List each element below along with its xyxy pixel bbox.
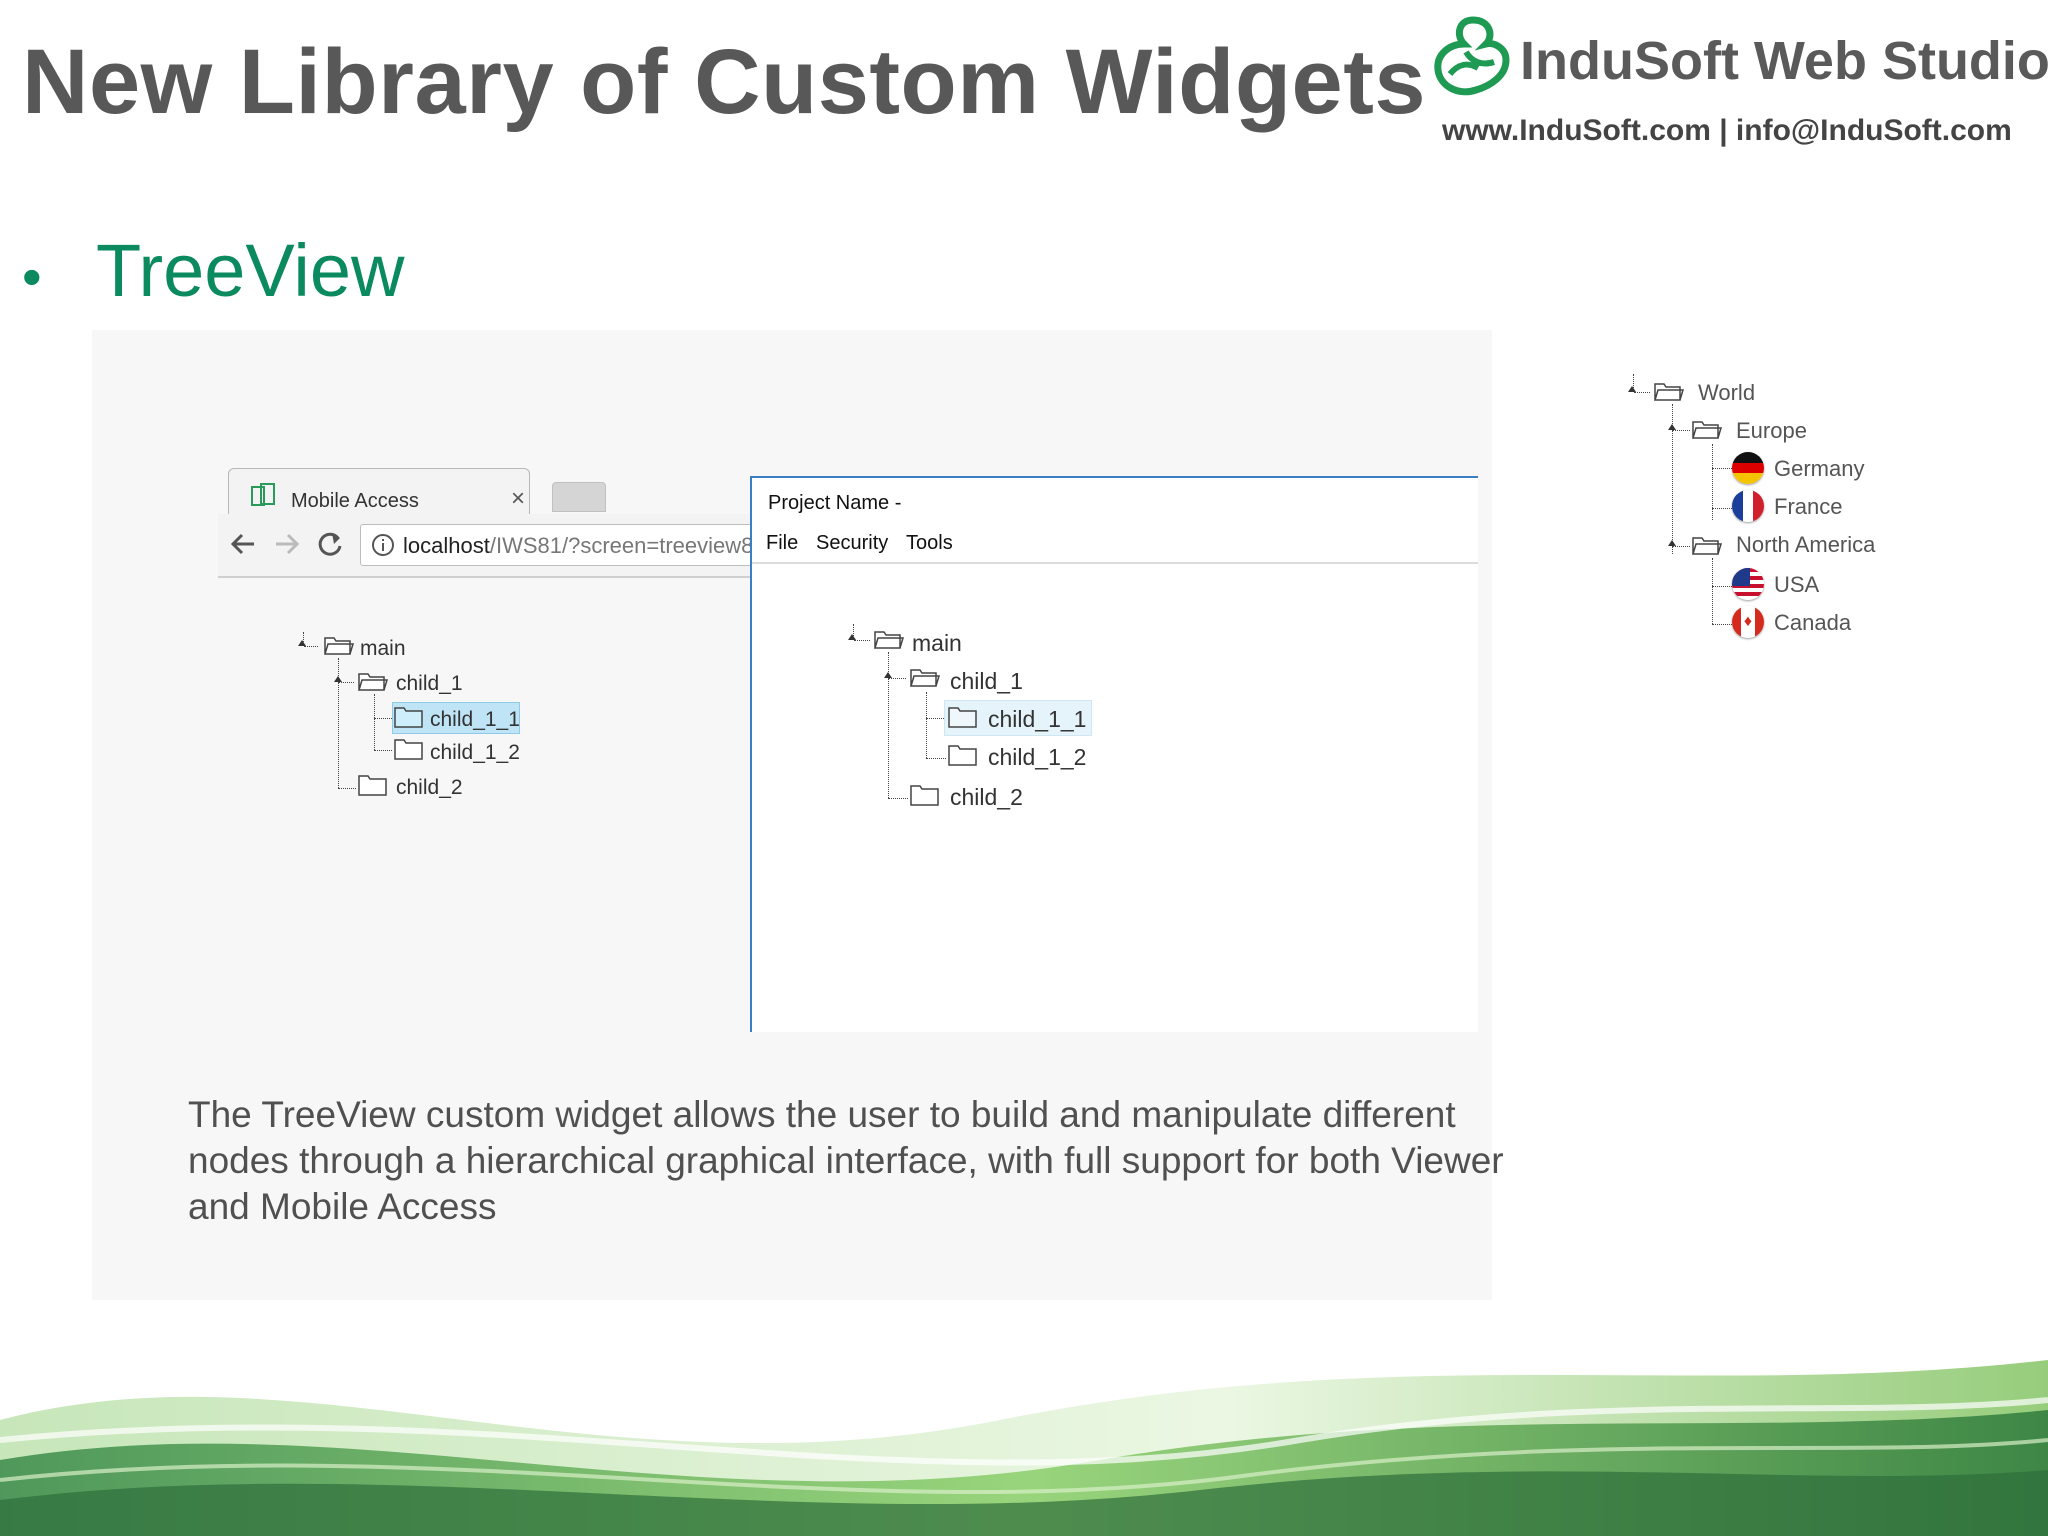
expand-toggle-icon[interactable] xyxy=(1668,424,1676,430)
bullet-text: TreeView xyxy=(96,229,405,312)
usa-flag-icon xyxy=(1732,568,1764,600)
folder-icon xyxy=(948,707,977,728)
tree-node-label[interactable]: child_1_2 xyxy=(988,744,1087,770)
menu-security[interactable]: Security xyxy=(816,532,889,554)
address-bar[interactable]: localhost/IWS81/?screen=treeview8 xyxy=(360,524,782,566)
green-wave-decoration xyxy=(0,1300,2048,1536)
tree-node-label[interactable]: World xyxy=(1698,380,1756,405)
folder-open-icon xyxy=(1654,383,1684,401)
info-icon[interactable] xyxy=(371,533,395,557)
tab-close-icon[interactable]: × xyxy=(511,485,526,512)
description-text: The TreeView custom widget allows the us… xyxy=(188,1094,1504,1227)
bullet-item: • TreeView xyxy=(22,228,404,313)
expand-toggle-icon[interactable] xyxy=(1628,386,1636,392)
folder-open-icon xyxy=(324,637,354,655)
folder-open-icon xyxy=(1692,537,1722,555)
browser-tab[interactable]: Mobile Access × xyxy=(228,468,530,515)
tree-node-label[interactable]: child_1_1 xyxy=(430,708,520,731)
folder-open-icon xyxy=(1692,421,1722,439)
menu-tools[interactable]: Tools xyxy=(906,532,953,554)
folder-open-icon xyxy=(910,669,940,687)
logo-name: InduSoft Web Studio xyxy=(1520,31,2048,91)
tree-node-label[interactable]: child_1_1 xyxy=(988,706,1087,732)
url-path: /IWS81/?screen=treeview8 xyxy=(489,533,754,558)
tree-node-label[interactable]: main xyxy=(360,637,406,660)
folder-icon xyxy=(394,739,423,760)
canada-flag-icon: ♦ xyxy=(1732,606,1764,638)
tree-node-label[interactable]: Germany xyxy=(1774,456,1865,481)
tree-node-label[interactable]: child_1_2 xyxy=(430,741,520,764)
tree-node-label[interactable]: child_1 xyxy=(950,668,1023,694)
tree-browser: main child_1 child_1_1 child_1_2 child_2 xyxy=(296,628,536,808)
menu-file[interactable]: File xyxy=(766,532,799,554)
reload-icon[interactable] xyxy=(316,530,344,558)
url-text: localhost/IWS81/?screen=treeview8 xyxy=(403,533,753,559)
expand-toggle-icon[interactable] xyxy=(884,672,892,678)
tree-node-label[interactable]: child_2 xyxy=(396,776,463,799)
new-tab-button[interactable] xyxy=(552,482,606,512)
tree-world: World Europe Germany France North Americ… xyxy=(1626,372,1926,642)
tree-node-label[interactable]: child_1 xyxy=(396,672,463,695)
tree-node-label[interactable]: Europe xyxy=(1736,418,1807,443)
tree-node-label[interactable]: child_2 xyxy=(950,784,1023,810)
expand-toggle-icon[interactable] xyxy=(1668,540,1676,546)
bullet-icon: • xyxy=(22,244,42,308)
expand-toggle-icon[interactable] xyxy=(848,634,856,640)
tree-node-label[interactable]: North America xyxy=(1736,532,1876,557)
tree-viewer: main child_1 child_1_1 child_1_2 child_2 xyxy=(846,622,1146,822)
url-host: localhost xyxy=(403,533,490,558)
mobile-access-tab-icon xyxy=(251,483,275,506)
folder-open-icon xyxy=(358,673,388,691)
arrow-left-icon[interactable] xyxy=(230,532,256,556)
expand-toggle-icon[interactable] xyxy=(334,676,342,682)
logo-contact: www.InduSoft.com | info@InduSoft.com xyxy=(1442,114,2012,147)
folder-icon xyxy=(910,785,939,806)
tab-label: Mobile Access xyxy=(291,490,419,512)
tree-node-selected[interactable] xyxy=(944,700,1092,736)
indusoft-logo: InduSoft Web Studio www.InduSoft.com | i… xyxy=(1428,14,2048,154)
folder-icon xyxy=(358,775,387,796)
tree-node-label[interactable]: USA xyxy=(1774,572,1820,597)
browser-window: Mobile Access × localhost/IWS81/?screen=… xyxy=(218,460,782,578)
viewer-window: Project Name - File Security Tools main … xyxy=(750,476,1478,1032)
expand-toggle-icon[interactable] xyxy=(298,640,306,646)
arrow-right-icon[interactable] xyxy=(274,532,300,556)
tree-node-label[interactable]: Canada xyxy=(1774,610,1852,635)
folder-icon xyxy=(948,745,977,766)
browser-toolbar: localhost/IWS81/?screen=treeview8 xyxy=(218,514,782,578)
folder-open-icon xyxy=(874,631,904,649)
france-flag-icon xyxy=(1732,490,1764,522)
window-title: Project Name - xyxy=(768,492,902,514)
tree-node-label[interactable]: France xyxy=(1774,494,1843,519)
folder-icon xyxy=(394,707,423,728)
tree-node-label[interactable]: main xyxy=(912,630,962,656)
menu-bar: File Security Tools xyxy=(752,532,1478,564)
indusoft-logo-icon xyxy=(1434,16,1510,96)
slide-title: New Library of Custom Widgets xyxy=(22,31,1427,133)
germany-flag-icon xyxy=(1732,452,1764,484)
